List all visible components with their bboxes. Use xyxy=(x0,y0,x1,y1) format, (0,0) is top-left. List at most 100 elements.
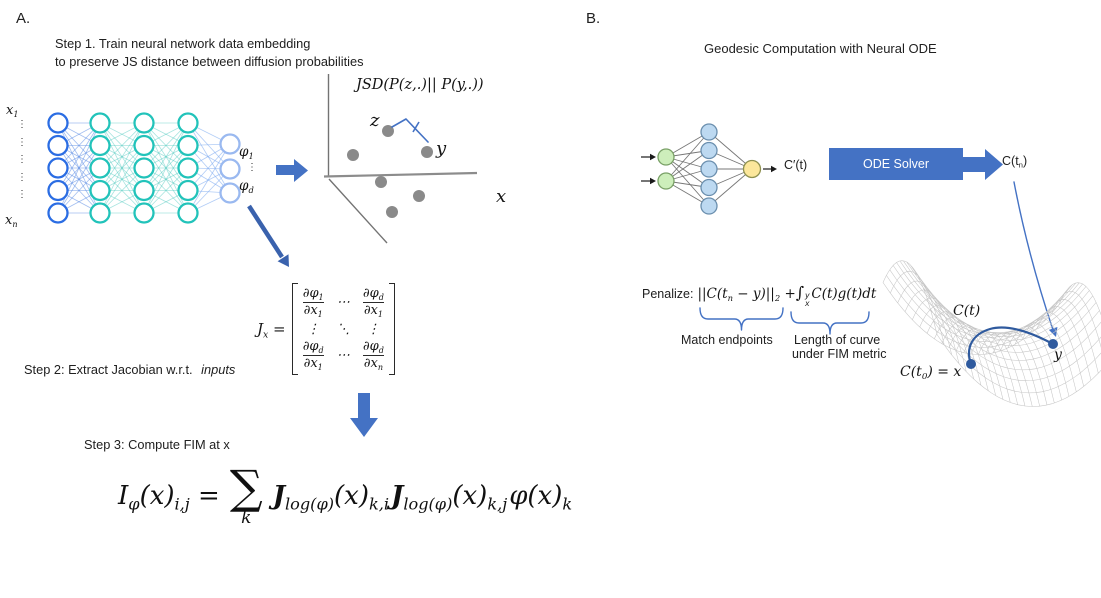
left-bracket xyxy=(291,283,298,375)
script-text: i,j xyxy=(174,494,190,514)
geodesic-curve-label: C(t) xyxy=(953,303,981,319)
output-ellipsis: ⋮ xyxy=(247,162,257,173)
term-rest: (x)k,j xyxy=(452,481,508,514)
formula-term-2: Jlog(φ)(x)k,j xyxy=(391,481,508,514)
matrix-cell: ⋮ xyxy=(366,321,380,337)
fim-formula: Iφ(x)i,j = ∑ k Jlog(φ)(x)k,i Jlog(φ)(x)k… xyxy=(118,460,573,528)
step2-inputs-word: inputs xyxy=(201,362,236,377)
script-text: k,i xyxy=(368,494,390,514)
script-text: φ xyxy=(128,494,140,514)
penalize-endpoint-term: ||C(tn − y)||2 + xyxy=(697,286,796,303)
length-note-line2: under FIM metric xyxy=(792,347,887,361)
output-label-phi1: φ1 xyxy=(239,144,254,161)
jacobian-cells: ∂φ1∂x1⋯∂φd∂x1⋮⋱⋮∂φd∂x1⋯∂φd∂xn xyxy=(298,283,389,375)
script-text: n xyxy=(377,362,384,372)
panel-b-title: Geodesic Computation with Neural ODE xyxy=(704,41,937,56)
jacobian-lhs: Jx = xyxy=(257,320,286,341)
script-text: n xyxy=(727,292,733,303)
fraction-denominator: ∂x1 xyxy=(302,302,324,320)
panel-a-label: A. xyxy=(16,10,31,27)
script-text: d xyxy=(248,184,254,195)
script-text: n xyxy=(12,219,18,229)
script-text: 1 xyxy=(317,310,323,320)
geodesic-start-label: C(t0) = x xyxy=(900,364,962,383)
jacobian-symbol: J xyxy=(272,481,286,511)
integral-limits: y x xyxy=(805,290,810,308)
fraction-denominator: ∂x1 xyxy=(302,354,324,372)
formula-term-1: Jlog(φ)(x)k,i xyxy=(272,481,390,514)
ode-network-graphic xyxy=(641,123,777,215)
match-endpoints-note: Match endpoints xyxy=(681,333,773,347)
matrix-cell: ⋱ xyxy=(336,321,350,337)
penalize-prefix: Penalize: xyxy=(642,287,694,301)
integral-lower-limit: x xyxy=(805,298,810,308)
step2-caption: Step 2: Extract Jacobian w.r.t. inputs xyxy=(24,361,235,379)
input-label-xn: xn xyxy=(5,213,18,229)
geodesic-end-label: y xyxy=(1054,347,1062,363)
script-text: n xyxy=(1018,160,1023,170)
script-text: 1 xyxy=(248,150,254,161)
fraction-numerator: ∂φd xyxy=(362,286,384,302)
input-label-x1: x1 xyxy=(6,103,19,119)
script-text: 1 xyxy=(377,310,384,320)
length-note-line1: Length of curve xyxy=(794,333,881,347)
matrix-cell: ∂φ1∂x1 xyxy=(302,286,324,320)
script-text: 1 xyxy=(318,292,324,302)
summation-symbol: ∑ k xyxy=(229,460,263,528)
script-text: 0 xyxy=(921,372,928,383)
jacobian-subscript: log(φ) xyxy=(403,494,453,514)
script-text: x xyxy=(263,329,269,341)
jacobian-symbol: J xyxy=(391,481,404,511)
step1-line2: to preserve JS distance between diffusio… xyxy=(55,54,364,69)
jacobian-subscript: log(φ) xyxy=(285,494,335,514)
formula-lhs: Iφ(x)i,j = xyxy=(118,481,220,514)
annotation-braces xyxy=(699,307,870,335)
ode-net-output-label: C′(t) xyxy=(784,158,808,172)
script-text: d xyxy=(378,345,384,355)
script-text: 1 xyxy=(13,109,19,119)
step2-text: Step 2: Extract Jacobian w.r.t. xyxy=(24,362,193,377)
matrix-cell: ∂φd∂x1 xyxy=(362,286,385,320)
fraction-numerator: ∂φd xyxy=(362,338,384,355)
penalize-equation: Penalize: ||C(tn − y)||2 + ∫ y x C(t)g(t… xyxy=(642,283,876,307)
jacobian-matrix: Jx = ∂φ1∂x1⋯∂φd∂x1⋮⋱⋮∂φd∂x1⋯∂φd∂xn xyxy=(257,283,396,375)
output-label-phid: φd xyxy=(239,178,254,195)
embedding-network-graphic xyxy=(47,112,241,224)
script-text: d xyxy=(378,292,384,302)
manifold-surface-graphic xyxy=(882,260,1101,407)
matrix-cell: ⋯ xyxy=(336,295,350,311)
scatter-plot-graphic xyxy=(323,74,478,244)
length-of-curve-note: Length of curve under FIM metric xyxy=(792,333,887,361)
scatter-axis-label-x: x xyxy=(496,186,507,207)
sigma-index: k xyxy=(241,508,252,528)
matrix-cell: ∂φd∂xn xyxy=(362,338,385,373)
input-ellipsis-column: ⋮ ⋮ ⋮ ⋮ ⋮ xyxy=(17,119,27,200)
matrix-cell: ⋯ xyxy=(336,347,350,363)
sigma: ∑ xyxy=(229,460,263,514)
integral-upper-limit: y xyxy=(805,290,810,300)
script-text: k xyxy=(562,494,573,514)
jsd-distance-label: JSD(P(z,.)|| P(y,.)) xyxy=(356,77,484,93)
jacobian-bracketed-matrix: ∂φ1∂x1⋯∂φd∂x1⋮⋱⋮∂φd∂x1⋯∂φd∂xn xyxy=(291,283,396,375)
fraction-numerator: ∂φ1 xyxy=(302,286,324,302)
fraction-numerator: ∂φd xyxy=(302,338,324,355)
right-bracket xyxy=(389,283,396,375)
panel-b-label: B. xyxy=(586,10,601,27)
term-rest: (x)k,i xyxy=(334,481,390,514)
integral-symbol: ∫ xyxy=(795,283,805,302)
script-text: 2 xyxy=(774,292,781,303)
step1-line1: Step 1. Train neural network data embedd… xyxy=(55,36,311,51)
ode-solver-output-label: C(tn) xyxy=(1002,154,1028,170)
script-text: k,j xyxy=(487,494,508,514)
fraction-denominator: ∂x1 xyxy=(362,302,385,320)
scatter-point-label-y: y xyxy=(436,138,447,159)
penalize-length-term: C(t)g(t)dt xyxy=(811,286,877,302)
matrix-cell: ∂φd∂x1 xyxy=(302,338,324,373)
script-text: 1 xyxy=(317,362,323,372)
matrix-cell: ⋮ xyxy=(306,321,320,337)
fraction-denominator: ∂xn xyxy=(362,354,385,372)
scatter-point-label-z: z xyxy=(370,110,380,131)
formula-tail: φ(x)k xyxy=(509,481,573,514)
